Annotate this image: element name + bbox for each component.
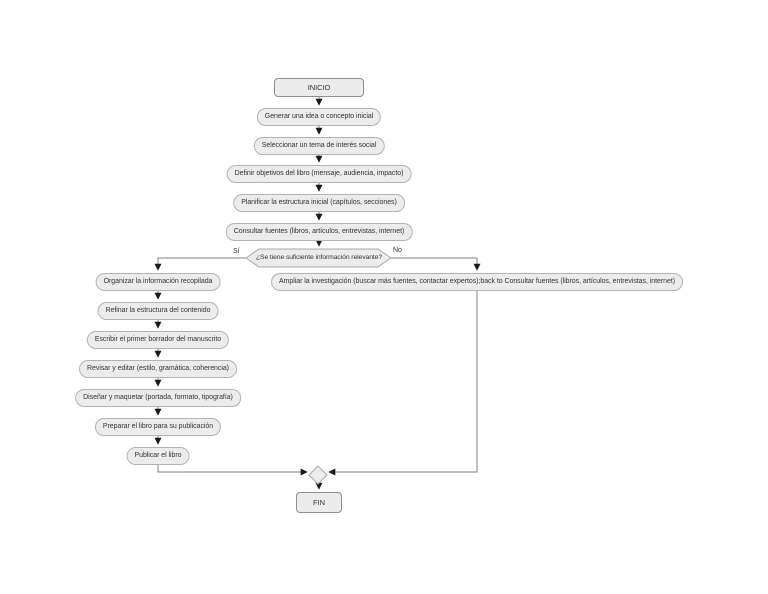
node-planificar-estructura: Planificar la estructura inicial (capítu… xyxy=(233,194,405,212)
node-seleccionar-tema: Seleccionar un tema de interés social xyxy=(253,137,385,155)
node-publicar-libro: Publicar el libro xyxy=(126,447,190,465)
edge-decision-si-organizar xyxy=(154,257,247,271)
node-consultar-fuentes: Consultar fuentes (libros, artículos, en… xyxy=(225,223,413,241)
edge-label-no: No xyxy=(393,247,402,254)
node-ampliar-investigacion: Ampliar la investigación (buscar más fue… xyxy=(271,273,683,291)
edge-ampliar-merge xyxy=(328,291,478,476)
node-inicio: INICIO xyxy=(274,78,364,97)
edge-label-si: Sí xyxy=(233,248,240,255)
node-generar-idea: Generar una idea o concepto inicial xyxy=(256,108,382,126)
node-refinar-estructura: Refinar la estructura del contenido xyxy=(97,302,219,320)
node-fin: FIN xyxy=(296,492,342,513)
node-escribir-borrador: Escribir el primer borrador del manuscri… xyxy=(86,331,230,349)
edge-decision-no-ampliar xyxy=(391,257,481,271)
node-disenar-maquetar: Diseñar y maquetar (portada, formato, ti… xyxy=(75,389,241,407)
edge-publicar-merge xyxy=(157,465,308,476)
node-decision-informacion: ¿Se tiene suficiente información relevan… xyxy=(255,254,383,261)
merge-diamond xyxy=(308,465,328,485)
node-revisar-editar: Revisar y editar (estilo, gramática, coh… xyxy=(79,360,237,378)
node-definir-objetivos: Definir objetivos del libro (mensaje, au… xyxy=(226,165,412,183)
decision-hexagon-shape xyxy=(245,248,392,268)
node-preparar-publicacion: Preparar el libro para su publicación xyxy=(94,418,222,436)
node-organizar-informacion: Organizar la información recopilada xyxy=(95,273,221,291)
